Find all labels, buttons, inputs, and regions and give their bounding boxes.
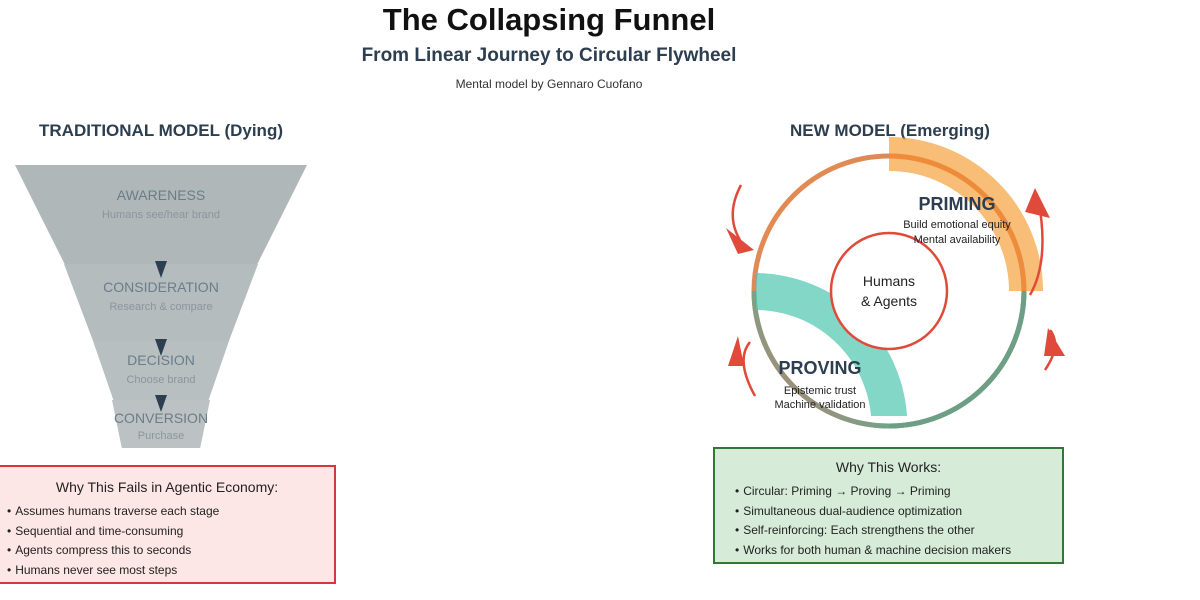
stage-desc-consideration: Research & compare bbox=[109, 301, 213, 313]
center-circle bbox=[829, 231, 949, 351]
traditional-funnel: AWARENESS Humans see/hear brand CONSIDER… bbox=[0, 0, 340, 460]
list-item: Humans never see most steps bbox=[7, 561, 219, 581]
stage-name-awareness: AWARENESS bbox=[116, 187, 206, 203]
why-fails-list: Assumes humans traverse each stage Seque… bbox=[7, 502, 219, 580]
stage-desc-conversion: Purchase bbox=[137, 430, 185, 442]
flow-arrow-down-icon bbox=[155, 339, 167, 356]
priming-line2: Mental availability bbox=[914, 234, 1001, 246]
proving-line2: Machine validation bbox=[774, 399, 865, 411]
flow-arrow-down-icon bbox=[155, 395, 167, 412]
priming-line1: Build emotional equity bbox=[903, 219, 1011, 231]
why-works-title: Why This Works: bbox=[835, 459, 942, 475]
author-credit: Mental model by Gennaro Cuofano bbox=[455, 77, 643, 91]
why-fails-box: Why This Fails in Agentic Economy: Assum… bbox=[0, 465, 336, 584]
stage-desc-awareness: Humans see/hear brand bbox=[101, 209, 220, 221]
arrow-head-icon bbox=[728, 336, 744, 366]
page-title: The Collapsing Funnel bbox=[382, 2, 716, 37]
flywheel-ring-segment bbox=[888, 290, 1027, 429]
center-label-line2: & Agents bbox=[861, 293, 917, 309]
stage-name-decision: DECISION bbox=[127, 352, 195, 368]
flywheel-ring-segment bbox=[751, 290, 890, 429]
list-item: Works for both human & machine decision … bbox=[735, 541, 1011, 561]
proving-arc bbox=[756, 273, 907, 416]
priming-label: PRIMING bbox=[918, 194, 995, 214]
cycle-arrow-icon bbox=[731, 184, 743, 241]
why-fails-title: Why This Fails in Agentic Economy: bbox=[55, 479, 279, 495]
list-item: Agents compress this to seconds bbox=[7, 541, 219, 561]
new-model-heading: NEW MODEL (Emerging) bbox=[790, 121, 990, 140]
traditional-model-heading: TRADITIONAL MODEL (Dying) bbox=[39, 121, 283, 140]
funnel-stage-awareness bbox=[15, 165, 307, 264]
flow-arrow-down-icon bbox=[155, 261, 167, 278]
stage-desc-decision: Choose brand bbox=[126, 374, 196, 386]
priming-arc bbox=[889, 137, 1043, 291]
list-item: Sequential and time-consuming bbox=[7, 522, 219, 542]
stage-name-conversion: CONVERSION bbox=[113, 410, 209, 426]
arrow-head-icon bbox=[1025, 188, 1050, 218]
why-works-list: Circular: Priming → Proving → Priming Si… bbox=[735, 482, 1011, 560]
arrow-head-icon bbox=[726, 228, 754, 254]
list-item: Circular: Priming → Proving → Priming bbox=[735, 482, 1011, 502]
list-item: Self-reinforcing: Each strengthens the o… bbox=[735, 521, 1011, 541]
arrow-head-icon bbox=[1044, 328, 1065, 356]
stage-name-consideration: CONSIDERATION bbox=[103, 279, 219, 295]
proving-line1: Epistemic trust bbox=[784, 385, 856, 397]
list-item: Assumes humans traverse each stage bbox=[7, 502, 219, 522]
flywheel-ring-segment bbox=[888, 153, 1027, 292]
list-item: Simultaneous dual-audience optimization bbox=[735, 502, 1011, 522]
page-subtitle: From Linear Journey to Circular Flywheel bbox=[361, 45, 737, 66]
center-label-line1: Humans bbox=[863, 273, 915, 289]
proving-label: PROVING bbox=[778, 358, 861, 378]
flywheel-diagram: Humans & Agents PRIMING Build emotional … bbox=[726, 137, 1065, 429]
why-works-box: Why This Works: Circular: Priming → Prov… bbox=[713, 447, 1064, 564]
cycle-arrow-icon bbox=[742, 341, 757, 397]
